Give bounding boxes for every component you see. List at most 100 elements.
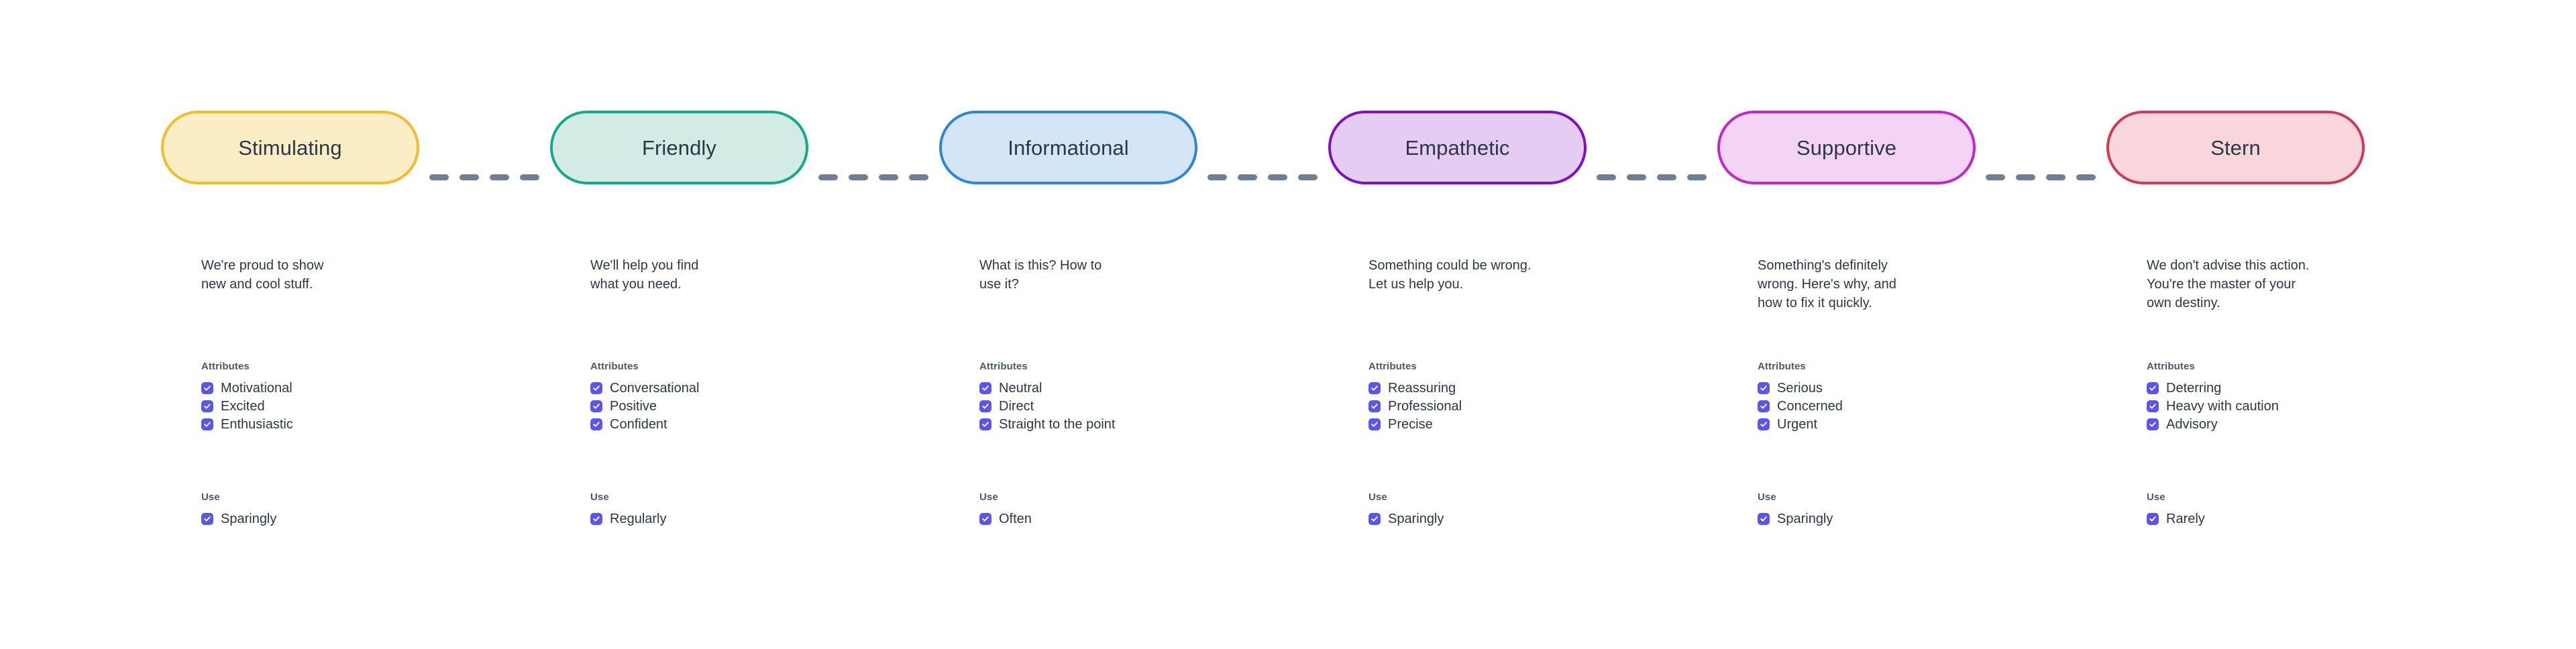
tone-pill-label: Informational (1008, 135, 1129, 160)
checkmark-icon[interactable] (979, 418, 991, 430)
tone-description: We're proud to show new and cool stuff. (201, 258, 324, 292)
tone-pill-label: Friendly (641, 135, 717, 160)
attribute-label: Excited (221, 398, 265, 414)
attribute-label: Serious (1777, 380, 1823, 396)
checkmark-icon[interactable] (1368, 512, 1381, 525)
use-label: Rarely (2166, 511, 2205, 526)
connector-dash (879, 174, 898, 180)
tone-pill[interactable]: Stern (2106, 111, 2365, 184)
checkbox-row[interactable]: Deterring (2147, 379, 2455, 397)
attribute-label: Direct (999, 398, 1034, 414)
attributes-heading: Attributes (2147, 361, 2195, 372)
checkbox-row[interactable]: Professional (1368, 397, 1677, 415)
tone-pill[interactable]: Friendly (550, 111, 808, 184)
checkmark-icon[interactable] (1368, 381, 1381, 394)
checkbox-row[interactable]: Direct (979, 397, 1288, 415)
attribute-label: Positive (610, 398, 657, 414)
checkbox-row[interactable]: Heavy with caution (2147, 397, 2455, 415)
tone-pill[interactable]: Stimulating (161, 111, 419, 184)
checkmark-icon[interactable] (2147, 512, 2159, 525)
checkmark-icon[interactable] (1758, 418, 1770, 430)
checkmark-icon[interactable] (201, 400, 213, 412)
connector-dash (818, 174, 838, 180)
checkmark-icon[interactable] (1368, 400, 1381, 412)
checkmark-icon[interactable] (201, 512, 213, 525)
checkbox-row[interactable]: Rarely (2147, 510, 2455, 528)
attributes-heading: Attributes (201, 361, 250, 372)
use-label: Sparingly (1388, 511, 1444, 526)
checkmark-icon[interactable] (2147, 418, 2159, 430)
checkbox-row[interactable]: Reassuring (1368, 379, 1677, 397)
checkbox-row[interactable]: Neutral (979, 379, 1288, 397)
use-label: Often (999, 511, 1032, 526)
dashed-connector (1986, 174, 2096, 180)
attribute-label: Deterring (2166, 380, 2222, 396)
use-heading: Use (2147, 491, 2165, 503)
checkmark-icon[interactable] (1368, 418, 1381, 430)
checkbox-row[interactable]: Precise (1368, 415, 1677, 433)
use-label: Sparingly (221, 511, 277, 526)
checkmark-icon[interactable] (590, 400, 602, 412)
checkbox-row[interactable]: Sparingly (1368, 510, 1677, 528)
tone-pill[interactable]: Informational (939, 111, 1197, 184)
attribute-label: Enthusiastic (221, 416, 293, 432)
connector-dash (1298, 174, 1318, 180)
connector-dash (1687, 174, 1707, 180)
checkbox-row[interactable]: Serious (1758, 379, 2066, 397)
connector-dash (1657, 174, 1676, 180)
connector-dash (849, 174, 868, 180)
checkmark-icon[interactable] (979, 400, 991, 412)
checkmark-icon[interactable] (1758, 512, 1770, 525)
checkmark-icon[interactable] (201, 418, 213, 430)
checkmark-icon[interactable] (979, 512, 991, 525)
checkmark-icon[interactable] (979, 381, 991, 394)
checkbox-row[interactable]: Often (979, 510, 1288, 528)
checkbox-row[interactable]: Positive (590, 397, 899, 415)
use-label: Regularly (610, 511, 667, 526)
checkbox-row[interactable]: Enthusiastic (201, 415, 510, 433)
connector-dash (429, 174, 449, 180)
connector-dash (1268, 174, 1287, 180)
checkbox-row[interactable]: Conversational (590, 379, 899, 397)
connector-dash (2016, 174, 2035, 180)
checkmark-icon[interactable] (1758, 400, 1770, 412)
attributes-heading: Attributes (979, 361, 1028, 372)
attribute-label: Precise (1388, 416, 1433, 432)
checkbox-row[interactable]: Straight to the point (979, 415, 1288, 433)
attribute-label: Heavy with caution (2166, 398, 2279, 414)
checkmark-icon[interactable] (590, 381, 602, 394)
tone-pill[interactable]: Supportive (1717, 111, 1976, 184)
checkbox-row[interactable]: Concerned (1758, 397, 2066, 415)
attributes-heading: Attributes (1368, 361, 1417, 372)
tone-pill-label: Stimulating (238, 135, 342, 160)
checkmark-icon[interactable] (590, 418, 602, 430)
checkbox-row[interactable]: Sparingly (201, 510, 510, 528)
tone-description: Something could be wrong. Let us help yo… (1368, 258, 1532, 292)
checkbox-row[interactable]: Confident (590, 415, 899, 433)
tone-pill[interactable]: Empathetic (1328, 111, 1587, 184)
checkmark-icon[interactable] (1758, 381, 1770, 394)
checkmark-icon[interactable] (201, 381, 213, 394)
checkbox-row[interactable]: Urgent (1758, 415, 2066, 433)
checkbox-row[interactable]: Advisory (2147, 415, 2455, 433)
checkbox-row[interactable]: Regularly (590, 510, 899, 528)
checkbox-row[interactable]: Excited (201, 397, 510, 415)
attribute-label: Concerned (1777, 398, 1843, 414)
checkmark-icon[interactable] (590, 512, 602, 525)
checkbox-row[interactable]: Sparingly (1758, 510, 2066, 528)
checkmark-icon[interactable] (2147, 400, 2159, 412)
checkbox-row[interactable]: Motivational (201, 379, 510, 397)
connector-dash (490, 174, 509, 180)
checkmark-icon[interactable] (2147, 381, 2159, 394)
